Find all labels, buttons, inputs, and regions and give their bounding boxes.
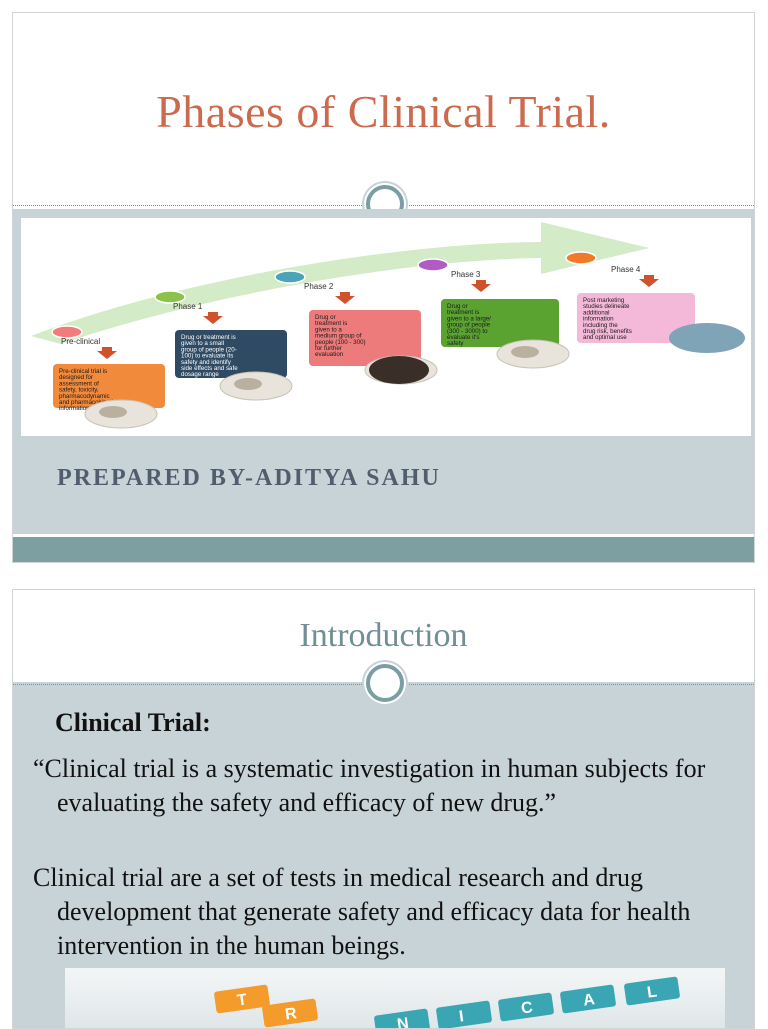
phase-bubble-icon [417,258,449,272]
phase-description-line: pharmacodynamic [59,393,110,400]
letter-tile-text: I [458,1008,465,1025]
letter-tile-text: R [284,1005,298,1024]
letter-tile [560,984,616,1014]
phase-description-line: medium group of [315,333,362,340]
letter-tile [498,992,554,1022]
phase-description-line: group of people [447,322,491,329]
letter-tile-text: T [236,991,248,1009]
phase-description-line: group of people (20- [181,346,237,353]
phase-description-line: Pre-clinical trial is [59,368,107,375]
phase-box [175,330,287,378]
down-arrow-icon [97,347,117,359]
letter-tile [262,998,318,1028]
down-arrow-icon [471,280,491,292]
phase-description-line: information [583,316,614,323]
phase-description-line: Drug or [447,303,468,310]
slide-introduction: Introduction Clinical Trial: “Clinical t… [12,589,755,1029]
phase-description-line: given to a [315,326,342,333]
phase-bubble-icon [154,290,186,304]
phase-description-line: and pharmacokinetic [59,399,116,406]
phase-label: Phase 4 [611,265,641,274]
phase-description-line: additional [583,309,610,316]
letter-tile-text: C [520,999,534,1018]
phase-description-line: safety and identify [181,359,232,366]
phase-description-line: treatment is [447,309,479,316]
phase-bubble-icon [51,325,83,339]
down-arrow-icon [335,292,355,304]
letter-tile [374,1008,430,1028]
phase-photo-detail [234,378,262,390]
description-paragraph: Clinical trial are a set of tests in med… [33,863,691,960]
letter-tile-text: L [646,983,658,1001]
phase-description-line: Drug or treatment is [181,334,236,341]
phase-description-line: evaluate it's [447,334,479,341]
definition-paragraph: “Clinical trial is a systematic investig… [33,754,706,817]
phase-description-line: for further [315,345,342,352]
letter-tile [214,984,270,1014]
phase-description-line: safety, toxicity, [59,387,99,394]
footer-bar [13,537,754,562]
author-line: PREPARED BY-ADITYA SAHU [57,465,441,491]
down-arrow-icon [639,275,659,287]
phase-description-line: given to a small [181,340,224,347]
definition-heading: Clinical Trial: [55,708,211,737]
slide-title-heading: Phases of Clinical Trial. [156,86,611,137]
phase-description-line: dosage range [181,371,219,378]
pills-photo [669,323,745,353]
phase-description-line: Post marketing [583,297,625,304]
phase-description-line: Drug or [315,314,336,321]
lab-photo [369,356,429,384]
phase-box [577,293,695,343]
phase-description-line: including the [583,322,618,329]
phase-label: Pre-clinical [61,337,100,346]
phase-box [441,299,559,347]
phase-description-line: 100) to evaluate its [181,353,233,360]
phase-label: Phase 3 [451,270,481,279]
phase-label: Phase 1 [173,302,203,311]
phase-description-line: studies delineate [583,303,630,310]
letter-tile-text: A [582,991,596,1010]
phase-description-line: assessment of [59,380,99,387]
phase-box [309,310,421,366]
letter-tile [436,1000,492,1028]
phase-description-line: given to a large/ [447,315,491,322]
phase-description-line: side effects and safe [181,365,238,372]
phase-description-line: treatment is [315,320,347,327]
phase-description-line: (300 - 3000) to [447,328,488,335]
phase-photo-detail [511,346,539,358]
progress-arrow [31,222,649,344]
down-arrow-icon [203,312,223,324]
letter-tile [624,976,680,1006]
phase-description-line: drug risk, benefits [583,328,632,335]
phase-bubble-icon [565,251,597,265]
phase-label: Phase 2 [304,282,334,291]
phase-bubble-icon [274,270,306,284]
phase-photo-detail [99,406,127,418]
phase-description-line: people (100 - 300) [315,339,366,346]
phase-description-line: information [59,405,90,412]
phase-box [53,364,165,408]
phase-description-line: evaluation [315,351,344,358]
phase-description-line: safety [447,340,464,347]
introduction-title: Introduction [299,617,468,654]
divider-ring-icon [366,664,404,702]
phase-description-line: and optimal use [583,334,627,341]
phase-description-line: designed for [59,374,93,381]
